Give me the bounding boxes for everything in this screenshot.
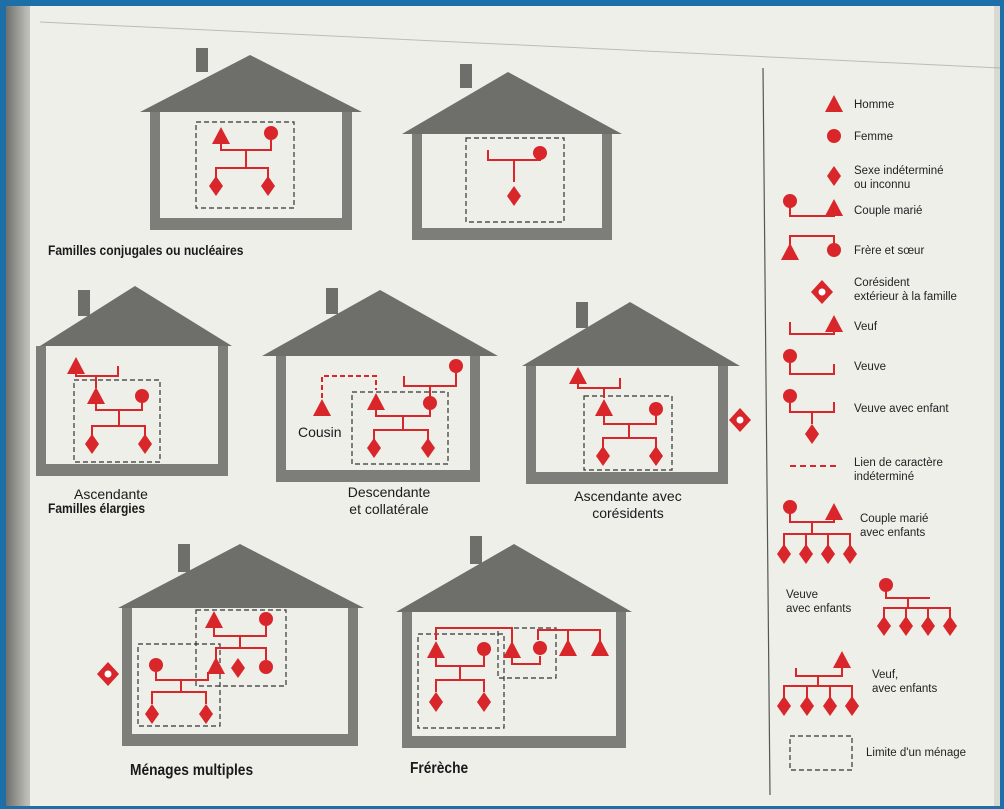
femme-icon bbox=[533, 641, 547, 655]
caption-menages-multiples: Ménages multiples bbox=[130, 762, 254, 779]
caption-coresidents: Ascendante avec corésidents bbox=[566, 488, 690, 522]
coresident-icon bbox=[729, 408, 751, 432]
legend-veuf-enfants-line1: Veuf, bbox=[872, 669, 899, 681]
legend-coresident-line2: extérieur à la famille bbox=[854, 291, 957, 303]
caption-conjugales: Familles conjugales ou nucléaires bbox=[48, 242, 244, 258]
circle-icon bbox=[827, 129, 841, 143]
femme-icon bbox=[649, 402, 663, 416]
femme-icon bbox=[264, 126, 278, 140]
femme-icon bbox=[423, 396, 437, 410]
legend-lien: Lien de caractère indéterminé bbox=[854, 456, 943, 484]
legend-homme: Homme bbox=[854, 99, 895, 111]
legend-frere-soeur: Frère et sœur bbox=[854, 245, 925, 257]
legend-sexe-line1: Sexe indéterminé bbox=[854, 165, 944, 177]
house-conjugal-widow bbox=[402, 64, 622, 240]
legend-couple-enfants: Couple marié avec enfants bbox=[860, 512, 928, 540]
caption-frereche: Frérèche bbox=[410, 760, 469, 777]
femme-icon bbox=[259, 660, 273, 674]
caption-descendante: Descendante et collatérale bbox=[334, 484, 444, 518]
legend-couple-enfants-line1: Couple marié bbox=[860, 513, 929, 525]
house-descendante-collaterale bbox=[262, 288, 498, 482]
house-ascendante-coresidents bbox=[522, 302, 740, 484]
diamond-icon bbox=[827, 166, 841, 186]
legend-veuve-enfants-line2: avec enfants bbox=[786, 603, 852, 615]
legend-symbols bbox=[777, 95, 957, 771]
legend-veuve-enfants: Veuve avec enfants bbox=[786, 588, 851, 616]
house-frereche bbox=[396, 536, 632, 748]
legend-veuve-enfants-line1: Veuve bbox=[786, 589, 818, 601]
caption-coresidents-line1: Ascendante avec bbox=[574, 488, 682, 504]
femme-icon bbox=[149, 658, 163, 672]
legend-veuve: Veuve bbox=[854, 361, 886, 373]
femme-icon bbox=[259, 612, 273, 626]
caption-descendante-line1: Descendante bbox=[347, 484, 431, 500]
label-cousin: Cousin bbox=[298, 424, 342, 440]
legend-couple-marie: Couple marié bbox=[854, 205, 923, 217]
legend-coresident: Corésident extérieur à la famille bbox=[854, 276, 957, 304]
caption-descendante-line2: et collatérale bbox=[349, 501, 429, 517]
legend-coresident-line1: Corésident bbox=[854, 277, 910, 289]
legend-separator bbox=[762, 67, 771, 796]
triangle-icon bbox=[825, 95, 843, 112]
femme-icon bbox=[135, 389, 149, 403]
legend-sexe: Sexe indéterminé ou inconnu bbox=[854, 164, 944, 192]
house-ascendante bbox=[36, 286, 232, 476]
top-rule bbox=[39, 21, 1001, 69]
femme-icon bbox=[533, 146, 547, 160]
legend-sexe-line2: ou inconnu bbox=[854, 179, 911, 191]
house-conjugal-couple bbox=[140, 48, 362, 230]
coresident-icon bbox=[811, 280, 833, 304]
legend-veuf-enfants-line2: avec enfants bbox=[872, 683, 938, 695]
legend-lien-line1: Lien de caractère bbox=[854, 457, 943, 469]
legend-lien-line2: indéterminé bbox=[854, 471, 915, 483]
legend-veuf-enfants: Veuf, avec enfants bbox=[872, 668, 937, 696]
legend-limite: Limite d'un ménage bbox=[866, 747, 967, 759]
femme-icon bbox=[477, 642, 491, 656]
legend-veuf: Veuf bbox=[854, 321, 878, 333]
caption-ascendante: Ascendante bbox=[74, 486, 148, 502]
coresident-icon bbox=[97, 662, 119, 686]
house-menages-multiples bbox=[118, 544, 364, 746]
legend-femme: Femme bbox=[854, 131, 893, 143]
femme-icon bbox=[449, 359, 463, 373]
caption-elargies: Familles élargies bbox=[48, 500, 146, 516]
caption-coresidents-line2: corésidents bbox=[592, 505, 664, 521]
legend-couple-enfants-line2: avec enfants bbox=[860, 527, 926, 539]
legend-veuve-enfant: Veuve avec enfant bbox=[854, 403, 949, 415]
